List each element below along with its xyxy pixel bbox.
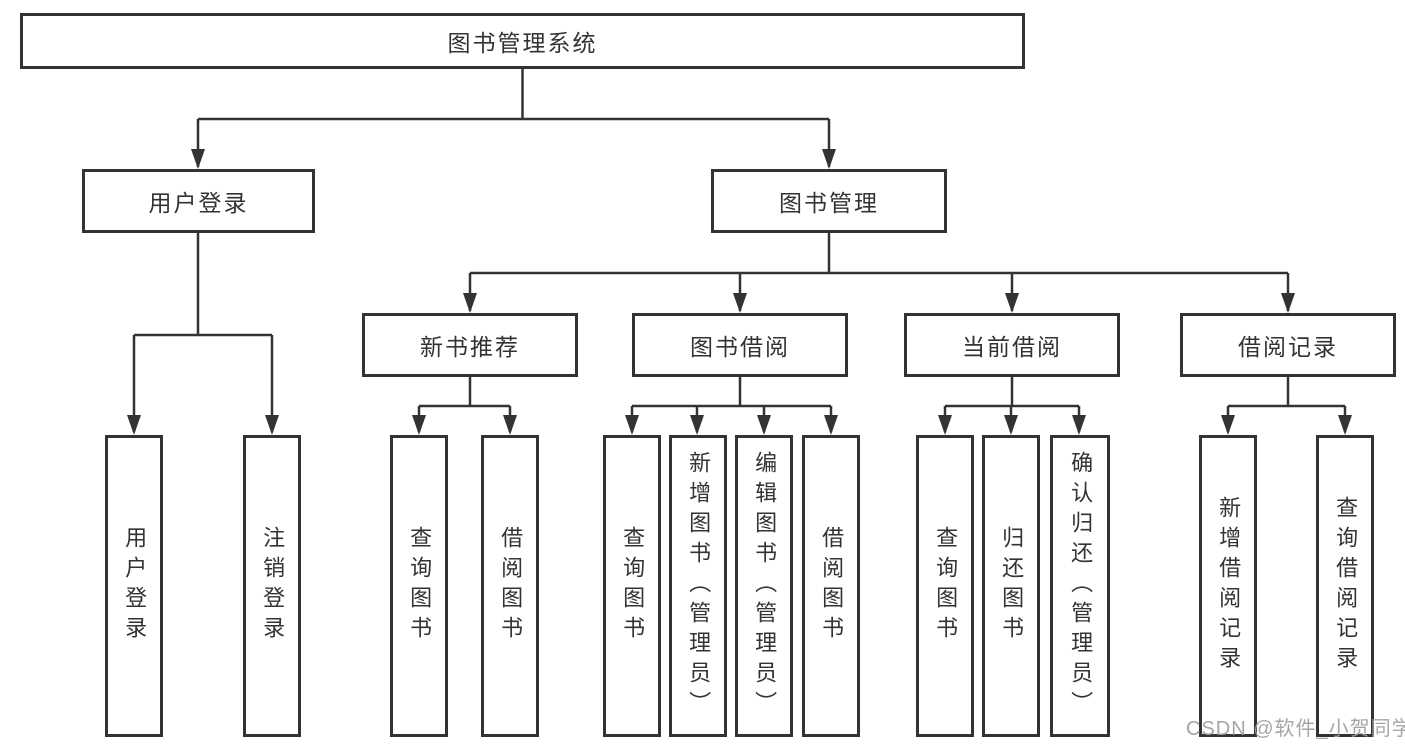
- node-book-borrow: 图书借阅: [632, 313, 848, 377]
- leaf-query-book-current-label: 查询图书: [933, 526, 959, 646]
- leaf-query-book-borrow: 查询图书: [603, 435, 661, 737]
- leaf-borrow-book-recommend: 借阅图书: [481, 435, 539, 737]
- leaf-query-book-recommend-label: 查询图书: [407, 526, 433, 646]
- node-root: 图书管理系统: [20, 13, 1025, 69]
- leaf-query-borrow-record-label: 查询借阅记录: [1333, 496, 1359, 676]
- leaf-add-book-admin: 新增图书（管理员）: [669, 435, 727, 737]
- node-book-borrow-label: 图书借阅: [690, 334, 790, 360]
- leaf-borrow-book-borrow-label: 借阅图书: [819, 526, 845, 646]
- leaf-edit-book-admin: 编辑图书（管理员）: [735, 435, 793, 737]
- leaf-borrow-book-recommend-label: 借阅图书: [498, 526, 524, 646]
- leaf-user-login: 用户登录: [105, 435, 163, 737]
- csdn-watermark: CSDN @软件_小贺同学: [1186, 718, 1405, 740]
- leaf-query-borrow-record: 查询借阅记录: [1316, 435, 1374, 737]
- node-user-login-label: 用户登录: [148, 190, 249, 216]
- node-book-management-label: 图书管理: [779, 190, 879, 216]
- leaf-borrow-book-borrow: 借阅图书: [802, 435, 860, 737]
- leaf-logout-label: 注销登录: [260, 526, 286, 646]
- node-current-borrow: 当前借阅: [904, 313, 1120, 377]
- node-current-borrow-label: 当前借阅: [962, 334, 1062, 360]
- leaf-confirm-return-admin-label: 确认归还（管理员）: [1068, 451, 1094, 721]
- leaf-return-book-label: 归还图书: [999, 526, 1025, 646]
- leaf-edit-book-admin-label: 编辑图书（管理员）: [752, 451, 778, 721]
- leaf-add-borrow-record-label: 新增借阅记录: [1216, 496, 1242, 676]
- leaf-return-book: 归还图书: [982, 435, 1040, 737]
- node-borrow-records: 借阅记录: [1180, 313, 1396, 377]
- node-new-book-recommend-label: 新书推荐: [420, 334, 520, 360]
- node-user-login: 用户登录: [82, 169, 315, 233]
- node-book-management: 图书管理: [711, 169, 947, 233]
- leaf-add-borrow-record: 新增借阅记录: [1199, 435, 1257, 737]
- leaf-query-book-recommend: 查询图书: [390, 435, 448, 737]
- leaf-query-book-current: 查询图书: [916, 435, 974, 737]
- node-new-book-recommend: 新书推荐: [362, 313, 578, 377]
- leaf-user-login-label: 用户登录: [122, 526, 148, 646]
- leaf-logout: 注销登录: [243, 435, 301, 737]
- node-borrow-records-label: 借阅记录: [1238, 334, 1338, 360]
- arrowhead-icons: [127, 149, 1352, 435]
- node-root-label: 图书管理系统: [447, 30, 598, 56]
- leaf-add-book-admin-label: 新增图书（管理员）: [686, 451, 712, 721]
- leaf-confirm-return-admin: 确认归还（管理员）: [1050, 435, 1110, 737]
- leaf-query-book-borrow-label: 查询图书: [620, 526, 646, 646]
